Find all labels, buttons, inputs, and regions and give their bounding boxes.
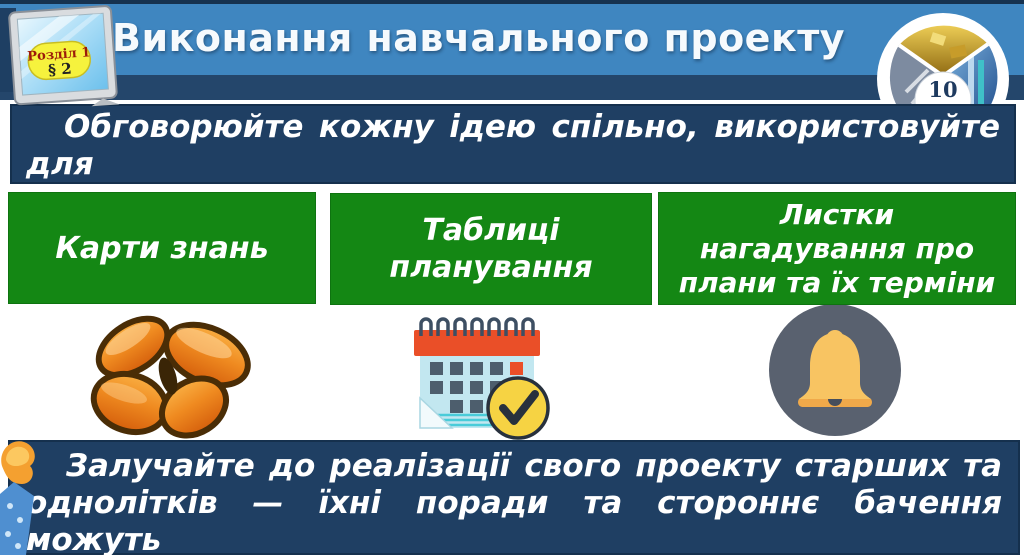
calendar-check-icon: [414, 317, 550, 440]
chapter-monitor-icon: Розділ 1 § 2: [8, 5, 120, 107]
footer-banner: Залучайте до реалізації свого проекту ст…: [8, 440, 1020, 555]
intro-banner: Обговорюйте кожну ідею спільно, використ…: [10, 104, 1016, 219]
check-circle: [486, 376, 550, 440]
page-title: Виконання навчального проекту: [112, 16, 846, 60]
green-box-label: нагадування про: [699, 231, 975, 265]
svg-text:§ 2: § 2: [48, 60, 73, 80]
header-subband: [0, 75, 1024, 100]
svg-text:10: 10: [928, 77, 957, 102]
green-box-knowledge-maps: Карти знань: [8, 192, 316, 304]
mascot-icon: [0, 441, 35, 555]
green-box-reminder-sheets: Листки нагадування про плани та їх термі…: [658, 192, 1016, 305]
butterfly-icon: [90, 315, 251, 439]
header-band: [0, 4, 1024, 75]
intro-banner-line1: Обговорюйте кожну ідею спільно, використ…: [26, 109, 1000, 182]
green-box-label: планування: [389, 250, 593, 285]
green-box-label: Таблиці: [422, 213, 560, 248]
green-box-planning-tables: Таблиці планування: [330, 193, 652, 305]
svg-text:Розділ 1: Розділ 1: [27, 45, 91, 64]
check-mark: [499, 390, 539, 425]
footer-banner-line2: однолітків — їхні поради та стороннє бач…: [26, 485, 1002, 555]
green-box-label: Карти знань: [55, 230, 269, 266]
chapter-badge: Розділ 1 § 2: [27, 40, 92, 81]
header-top-line: [0, 0, 1024, 4]
bell-icon: [769, 304, 901, 436]
green-box-label: Листки: [779, 197, 895, 231]
footer-banner-line1: Залучайте до реалізації свого проекту ст…: [66, 448, 1002, 484]
green-box-label: плани та їх терміни: [678, 265, 996, 299]
